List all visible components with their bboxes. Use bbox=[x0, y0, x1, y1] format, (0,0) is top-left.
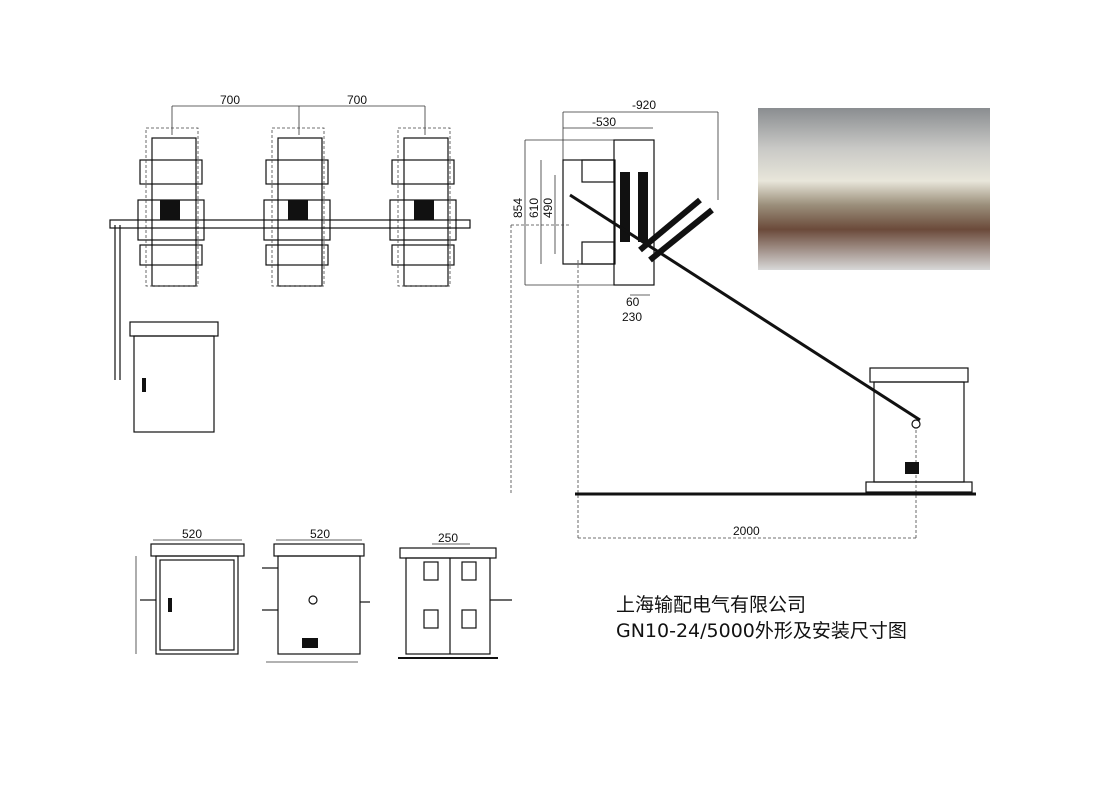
dim-230: 230 bbox=[622, 310, 642, 324]
dim-520-side: 520 bbox=[310, 527, 330, 541]
dim-2000: 2000 bbox=[733, 524, 760, 538]
operating-cabinet-side bbox=[865, 367, 973, 493]
side-view: -920 -530 854 610 490 60 230 2000 bbox=[510, 98, 976, 540]
pole-2 bbox=[263, 127, 331, 287]
cabinet-front-view: 520 bbox=[135, 527, 245, 655]
dim-520-front: 520 bbox=[182, 527, 202, 541]
dim-530: -530 bbox=[592, 115, 616, 129]
drawing-title: GN10-24/5000外形及安装尺寸图 bbox=[616, 620, 907, 642]
cabinet-inner-view: 250 bbox=[398, 531, 512, 659]
product-photo bbox=[758, 108, 990, 270]
dim-60: 60 bbox=[626, 295, 640, 309]
operating-cabinet-front bbox=[129, 321, 219, 433]
dim-700-left: 700 bbox=[220, 93, 240, 107]
dim-700-right: 700 bbox=[347, 93, 367, 107]
pole-3 bbox=[389, 127, 457, 287]
dim-854: 854 bbox=[511, 198, 525, 218]
dim-250: 250 bbox=[438, 531, 458, 545]
company-name: 上海输配电气有限公司 bbox=[616, 594, 807, 616]
cabinet-side-view: 520 bbox=[262, 527, 370, 663]
dim-610: 610 bbox=[527, 198, 541, 218]
front-view: 700 700 bbox=[109, 93, 471, 433]
pole-1 bbox=[137, 127, 205, 287]
dim-490: 490 bbox=[541, 198, 555, 218]
dim-920: -920 bbox=[632, 98, 656, 112]
